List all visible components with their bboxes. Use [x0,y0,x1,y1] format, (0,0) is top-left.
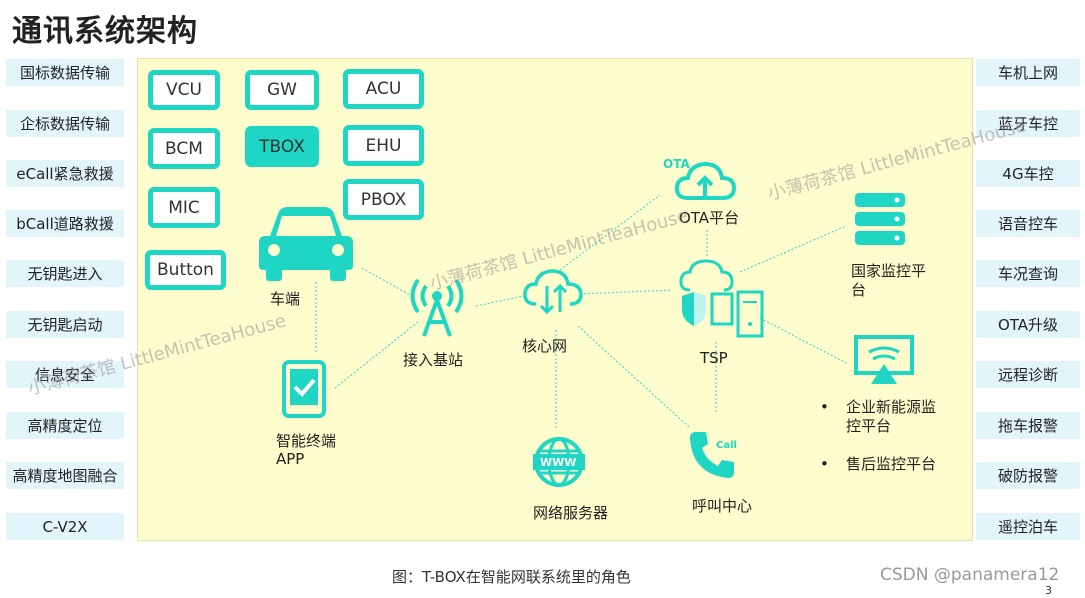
ota-cloud-icon [674,161,737,200]
web-server-label: 网络服务器 [533,504,609,522]
monitor-cast-icon [854,335,914,384]
ecu-mic: MIC [148,187,220,228]
left-item: C-V2X [6,513,124,540]
antenna-tower-icon [410,278,464,337]
ecu-bcm: BCM [148,128,220,169]
page-title: 通讯系统架构 [12,14,198,49]
right-item: 拖车报警 [976,412,1080,439]
left-item: 信息安全 [6,361,124,388]
core-network-label: 核心网 [522,337,568,355]
national-platform-label: 国家监控平台 [851,262,927,299]
bullet: • [820,398,829,416]
ecu-tbox: TBOX [245,126,319,167]
right-item: 远程诊断 [976,361,1080,388]
left-item: 无钥匙启动 [6,311,124,338]
left-item: 国标数据传输 [6,59,124,86]
left-item: eCall紧急救援 [6,160,124,187]
ota-platform-label: OTA平台 [679,209,740,227]
csdn-watermark: CSDN @panamera12 [880,565,1060,585]
enterprise-platform-label: 企业新能源监控平台 [846,398,937,435]
app-label-line1: 智能终端 [276,432,337,450]
left-item: 无钥匙进入 [6,260,124,287]
phone-call-icon [690,432,734,478]
page-number: 3 [1045,584,1052,597]
ecu-ehu: EHU [343,125,424,166]
ecu-acu: ACU [343,69,424,109]
aftersales-platform-label: 售后监控平台 [846,455,937,473]
car-label: 车端 [270,290,301,308]
globe-www-icon [533,437,585,487]
base-station-label: 接入基站 [403,351,464,369]
right-item: 蓝牙车控 [976,110,1080,137]
right-item: 语音控车 [976,210,1080,237]
car-icon [259,207,353,281]
bullet: • [820,455,829,473]
right-item: 遥控泊车 [976,513,1080,540]
ecu-vcu: VCU [148,70,220,110]
right-item: 车况查询 [976,260,1080,287]
right-item: 破防报警 [976,462,1080,489]
ecu-button: Button [145,250,226,290]
server-stack-icon [855,193,905,245]
left-item: bCall道路救援 [6,210,124,237]
right-item: 4G车控 [976,160,1080,187]
figure-caption: 图：T-BOX在智能网联系统里的角色 [392,568,631,586]
left-item: 高精度地图融合 [6,462,124,489]
tsp-label: TSP [700,349,728,367]
ecu-pbox: PBOX [343,179,424,220]
left-item: 企标数据传输 [6,110,124,137]
www-text: WWW [540,456,577,469]
left-item: 高精度定位 [6,412,124,439]
ota-badge: OTA [663,157,690,171]
tsp-server-icon [679,259,764,338]
phone-icon [282,360,326,418]
ecu-gw: GW [245,70,319,110]
right-item: OTA升级 [976,311,1080,338]
call-center-label: 呼叫中心 [692,497,753,515]
right-item: 车机上网 [976,59,1080,86]
app-label-line2: APP [276,450,305,468]
call-badge: Call [716,440,737,451]
cloud-sync-icon [523,269,583,315]
